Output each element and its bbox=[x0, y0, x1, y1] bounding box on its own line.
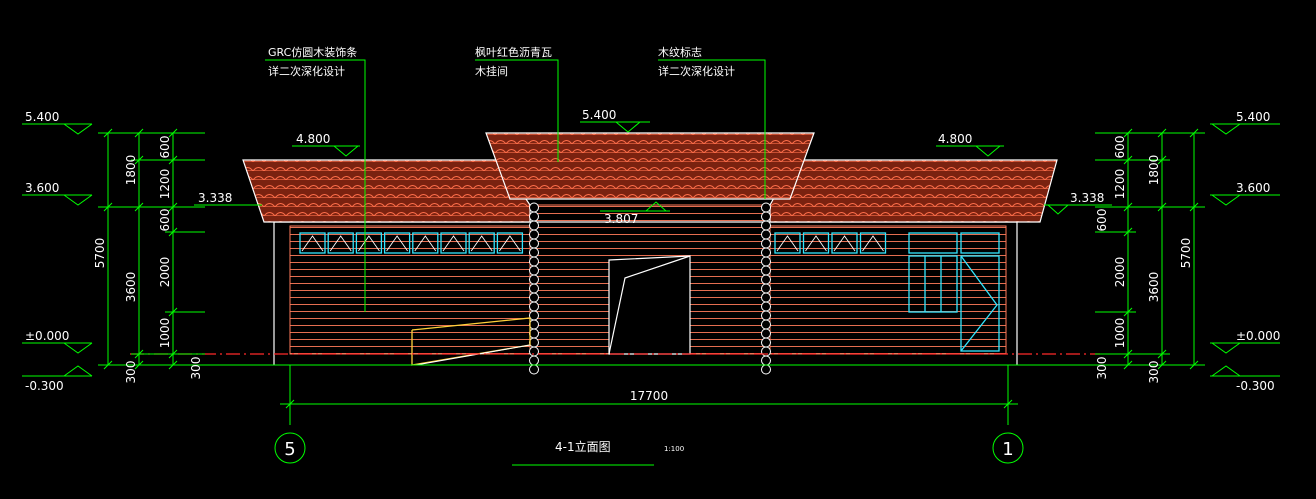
drawing-scale: 1:100 bbox=[664, 445, 684, 453]
center-opening-shape bbox=[608, 255, 691, 355]
roof-right bbox=[769, 159, 1058, 223]
level-side-left: 3.338 bbox=[198, 191, 232, 205]
dim-left-wall-c: 1000 bbox=[158, 318, 172, 349]
leader-lines bbox=[265, 59, 766, 312]
axis-bubble-left bbox=[274, 432, 306, 464]
dim-left-total: 5700 bbox=[93, 238, 107, 269]
level-side-right: 3.338 bbox=[1070, 191, 1104, 205]
level-eave-right: 4.800 bbox=[938, 132, 972, 146]
overall-dimension-value: 17700 bbox=[630, 389, 668, 403]
clerestory-windows-left bbox=[299, 232, 524, 254]
dim-right-roof-a: 600 bbox=[1113, 136, 1127, 159]
axis-bubble-right bbox=[992, 432, 1024, 464]
level-base-right: -0.300 bbox=[1236, 379, 1275, 393]
dim-right-upper: 1800 bbox=[1147, 155, 1161, 186]
roof-left bbox=[242, 159, 531, 223]
level-eave-left: 4.800 bbox=[296, 132, 330, 146]
level-ridge-left: 5.400 bbox=[25, 110, 59, 124]
dim-lines-left bbox=[98, 128, 205, 370]
dim-left-wall-base: 300 bbox=[189, 357, 203, 380]
callout-1-line2: 详二次深化设计 bbox=[268, 64, 345, 78]
large-window-right bbox=[908, 232, 1000, 352]
dim-right-base: 300 bbox=[1147, 361, 1161, 384]
level-ground-left: ±0.000 bbox=[25, 329, 69, 343]
dim-right-wall-base: 300 bbox=[1095, 357, 1109, 380]
roof-center bbox=[485, 132, 815, 200]
wall-siding-right bbox=[769, 225, 1007, 355]
dim-left-lower: 3600 bbox=[124, 272, 138, 303]
building-elevation bbox=[100, 132, 1200, 375]
dim-right-roof-b: 1200 bbox=[1113, 169, 1127, 200]
dim-right-wall-a: 600 bbox=[1095, 209, 1109, 232]
level-markers bbox=[22, 121, 1280, 377]
callout-3-line2: 详二次深化设计 bbox=[658, 64, 735, 78]
callout-3-line1: 木纹标志 bbox=[658, 45, 702, 59]
dim-right-total: 5700 bbox=[1179, 238, 1193, 269]
axis-label-right: 1 bbox=[1002, 439, 1013, 460]
dim-right-lower: 3600 bbox=[1147, 272, 1161, 303]
level-ground-right: ±0.000 bbox=[1236, 329, 1280, 343]
dim-right-wall-b: 2000 bbox=[1113, 257, 1127, 288]
dim-left-roof-a: 600 bbox=[158, 136, 172, 159]
callout-2-line1: 枫叶红色沥青瓦 bbox=[475, 45, 552, 59]
clerestory-windows-right bbox=[774, 232, 887, 254]
callout-1-line1: GRC仿圆木装饰条 bbox=[268, 45, 357, 59]
center-opening bbox=[608, 255, 691, 355]
overall-dimension bbox=[280, 365, 1018, 425]
drawing-title: 4-1立面图 bbox=[555, 439, 611, 454]
level-base-left: -0.300 bbox=[25, 379, 64, 393]
dim-left-upper: 1800 bbox=[124, 155, 138, 186]
dim-lines-right bbox=[1095, 128, 1205, 370]
level-ridge-center: 5.400 bbox=[582, 108, 616, 122]
dim-left-wall-a: 600 bbox=[158, 209, 172, 232]
callout-2-line2: 木挂间 bbox=[475, 64, 508, 78]
level-mid-left: 3.600 bbox=[25, 181, 59, 195]
dim-left-roof-b: 1200 bbox=[158, 169, 172, 200]
dim-right-wall-c: 1000 bbox=[1113, 318, 1127, 349]
level-center-low: 3.807 bbox=[604, 212, 638, 226]
dim-left-base: 300 bbox=[124, 361, 138, 384]
axis-label-left: 5 bbox=[284, 439, 295, 460]
log-column-left bbox=[529, 202, 539, 375]
level-mid-right: 3.600 bbox=[1236, 181, 1270, 195]
log-column-right bbox=[761, 202, 771, 375]
wall-outline bbox=[273, 221, 1018, 365]
dim-left-wall-b: 2000 bbox=[158, 257, 172, 288]
level-ridge-right: 5.400 bbox=[1236, 110, 1270, 124]
ramp-edge bbox=[415, 344, 531, 366]
